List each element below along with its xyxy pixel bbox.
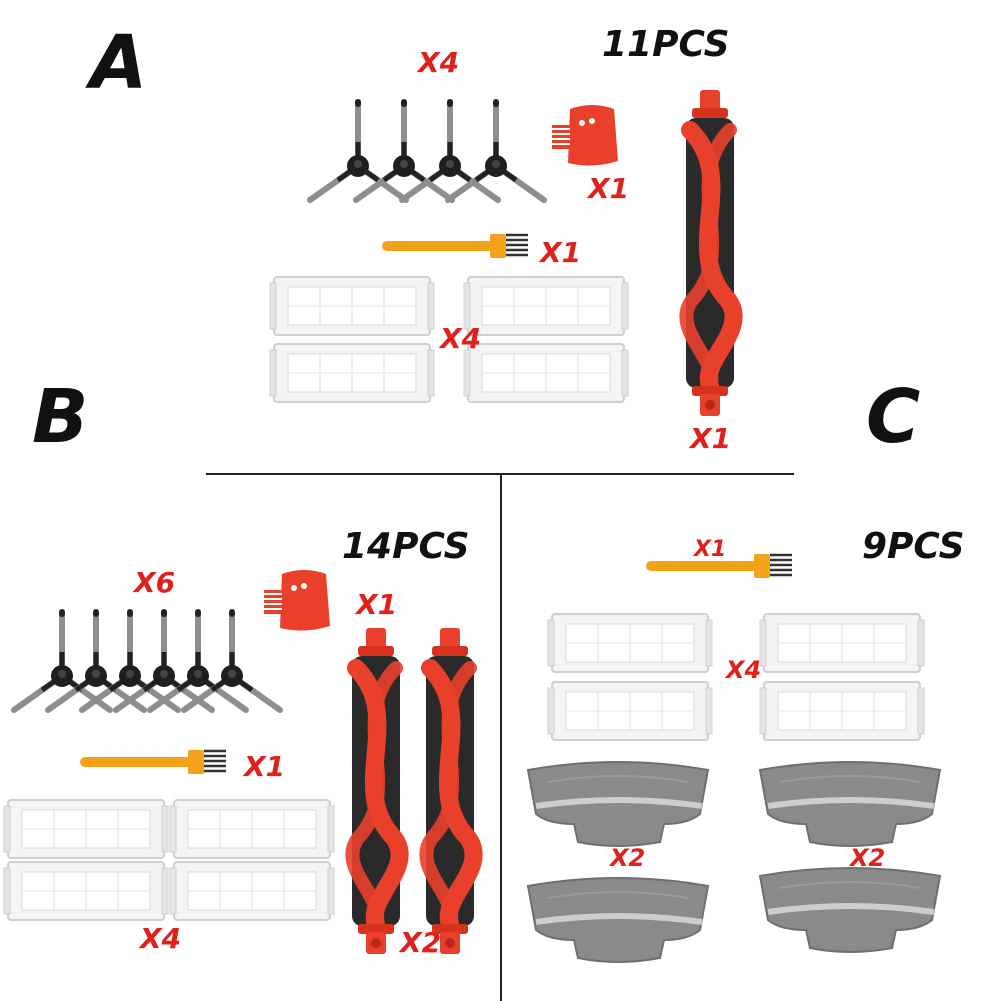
section-b-letter: B [32,374,88,460]
filter-icon [269,343,435,403]
mop-pad-icon [528,878,708,962]
section-b-side-brushes [14,612,280,710]
side-brush-icon [448,102,544,200]
section-a-side-brush-qty: X4 [416,46,459,79]
section-b-cleaning-brush-qty: X1 [242,750,285,783]
section-c-mop-left-qty: X2 [608,844,645,872]
section-b-main-roller-icon [352,628,400,954]
mop-pad-icon [760,762,940,846]
section-a-side-brushes [310,102,544,200]
section-a-cleaning-brush-qty: X1 [538,236,581,269]
section-a-cleaning-brush-icon [380,232,530,260]
section-a-comb-tool-icon [551,104,619,167]
section-b-cleaning-brush-icon [78,748,228,776]
section-c-piece-count: 9PCS [862,526,965,567]
section-a-comb-qty: X1 [586,172,629,205]
filter-icon [759,681,925,741]
section-a-roller-qty: X1 [688,422,731,455]
filter-icon [269,276,435,336]
section-a-filter-qty: X4 [438,322,481,355]
section-b-comb-tool-icon [263,569,331,632]
section-b-main-roller-icon [426,628,474,954]
filter-icon [463,276,629,336]
section-b-filters [3,799,335,921]
side-brush-icon [402,102,498,200]
section-b-piece-count: 14PCS [342,526,470,567]
filter-icon [169,799,335,859]
filter-icon [759,613,925,673]
section-a-letter: A [85,20,147,106]
filter-icon [169,861,335,921]
section-b-comb-qty: X1 [354,588,397,621]
section-b-filter-qty: X4 [138,922,181,955]
section-b-side-brush-qty: X6 [132,566,175,599]
section-c-mop-right-qty: X2 [848,844,885,872]
section-a-main-roller-icon [686,90,734,416]
side-brush-icon [356,102,452,200]
side-brush-icon [310,102,406,200]
filter-icon [547,681,713,741]
section-c-cleaning-brush-qty: X1 [692,537,726,562]
section-c-filter-qty: X4 [724,656,761,684]
mop-pad-icon [760,868,940,952]
section-c-letter: C [866,374,920,460]
filter-icon [3,861,169,921]
filter-icon [463,343,629,403]
filter-icon [547,613,713,673]
mop-pad-icon [528,762,708,846]
section-b-roller-qty: X2 [398,926,441,959]
filter-icon [3,799,169,859]
section-a-piece-count: 11PCS [602,24,730,65]
